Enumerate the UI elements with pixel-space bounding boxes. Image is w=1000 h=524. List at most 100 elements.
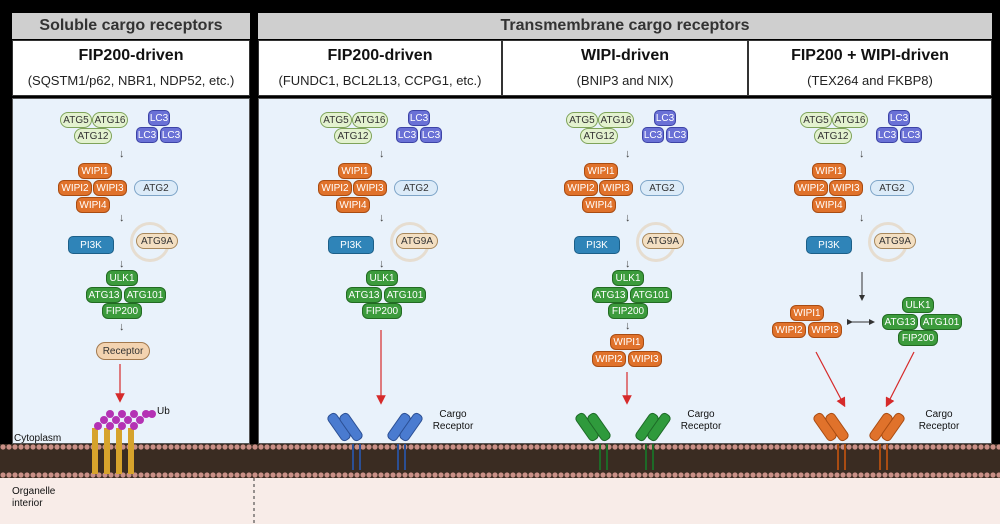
lipid-head	[864, 444, 870, 450]
lipid-head	[630, 444, 636, 450]
lipid-head	[780, 472, 786, 478]
wipi1-pill: WIPI1	[338, 163, 372, 179]
lipid-head	[810, 444, 816, 450]
lipid-head	[870, 472, 876, 478]
lipid-head	[6, 472, 12, 478]
lipid-head	[138, 472, 144, 478]
lipid-head	[354, 472, 360, 478]
wipi3-pill: WIPI3	[353, 180, 387, 196]
lipid-head	[222, 444, 228, 450]
column-header-4: FIP200 + WIPI-driven (TEX264 and FKBP8)	[748, 40, 992, 96]
lipid-head	[408, 444, 414, 450]
lipid-head	[204, 472, 210, 478]
lipid-head	[954, 472, 960, 478]
lipid-head	[816, 444, 822, 450]
lipid-head	[438, 472, 444, 478]
soluble-header: Soluble cargo receptors	[12, 13, 250, 39]
lipid-head	[810, 472, 816, 478]
lipid-head	[288, 472, 294, 478]
atg16-pill: ATG16	[598, 112, 634, 128]
lipid-head	[420, 472, 426, 478]
wipi2-pill: WIPI2	[318, 180, 352, 196]
membrane-band	[0, 444, 1000, 478]
lipid-head	[678, 444, 684, 450]
atg5-pill: ATG5	[60, 112, 92, 128]
atg16-pill: ATG16	[352, 112, 388, 128]
lipid-head	[750, 444, 756, 450]
lipid-head	[498, 472, 504, 478]
lipid-head	[822, 444, 828, 450]
lc3-pill: LC3	[136, 127, 158, 143]
lipid-head	[12, 444, 18, 450]
ulk1-pill: ULK1	[902, 297, 934, 313]
lipid-head	[948, 472, 954, 478]
lipid-head	[480, 472, 486, 478]
ub-label: Ub	[157, 406, 170, 417]
down-arrow: ↓	[625, 320, 631, 332]
down-arrow: ↓	[859, 148, 865, 160]
lipid-head	[276, 444, 282, 450]
lipid-head	[522, 472, 528, 478]
lipid-head	[744, 472, 750, 478]
organelle-interior-bg	[0, 478, 1000, 524]
lipid-head	[384, 472, 390, 478]
lipid-head	[552, 444, 558, 450]
lipid-head	[144, 472, 150, 478]
lipid-head	[894, 444, 900, 450]
lipid-head	[264, 444, 270, 450]
lipid-head	[36, 472, 42, 478]
lipid-head	[852, 472, 858, 478]
lipid-head	[492, 472, 498, 478]
column-title: WIPI-driven	[580, 47, 669, 64]
cargo-receptor-label: Cargo Receptor	[680, 409, 722, 432]
lipid-head	[576, 444, 582, 450]
lipid-head	[180, 444, 186, 450]
lipid-head	[60, 444, 66, 450]
lipid-head	[786, 444, 792, 450]
down-arrow: ↓	[119, 148, 125, 160]
lipid-head	[828, 472, 834, 478]
atg12-pill: ATG12	[74, 128, 112, 144]
lipid-head	[462, 444, 468, 450]
wipi1-pill: WIPI1	[790, 305, 824, 321]
lipid-head	[12, 472, 18, 478]
lipid-head	[294, 444, 300, 450]
lipid-head	[606, 472, 612, 478]
pi3k-pill: PI3K	[574, 236, 620, 254]
down-arrow: ↓	[625, 212, 631, 224]
receptor-pill: Receptor	[96, 342, 150, 360]
lipid-head	[642, 472, 648, 478]
lipid-head	[24, 472, 30, 478]
lipid-head	[840, 472, 846, 478]
lipid-head	[228, 472, 234, 478]
fip200-pill: FIP200	[608, 303, 648, 319]
lipid-head	[792, 472, 798, 478]
receptor-blue	[327, 412, 423, 442]
wipi2-pill: WIPI2	[794, 180, 828, 196]
atg2-pill: ATG2	[134, 180, 178, 196]
pi3k-pill: PI3K	[68, 236, 114, 254]
lipid-head	[600, 472, 606, 478]
lipid-head	[24, 444, 30, 450]
down-arrow: ↓	[379, 148, 385, 160]
lipid-head	[708, 472, 714, 478]
lipid-head	[990, 472, 996, 478]
wipi2-pill: WIPI2	[564, 180, 598, 196]
lc3-pill: LC3	[408, 110, 430, 126]
column-title: FIP200-driven	[327, 47, 433, 64]
lipid-head	[408, 472, 414, 478]
lipid-head	[774, 472, 780, 478]
lipid-head	[246, 472, 252, 478]
lipid-head	[858, 444, 864, 450]
atg13-pill: ATG13	[882, 314, 918, 330]
lipid-head	[258, 444, 264, 450]
fip200-pill: FIP200	[362, 303, 402, 319]
lipid-head	[720, 472, 726, 478]
lipid-head	[504, 472, 510, 478]
column-subtitle: (BNIP3 and NIX)	[576, 73, 674, 88]
wipi1-pill: WIPI1	[584, 163, 618, 179]
atg9a-pill: ATG9A	[874, 233, 916, 249]
atg101-pill: ATG101	[920, 314, 962, 330]
lipid-head	[528, 472, 534, 478]
